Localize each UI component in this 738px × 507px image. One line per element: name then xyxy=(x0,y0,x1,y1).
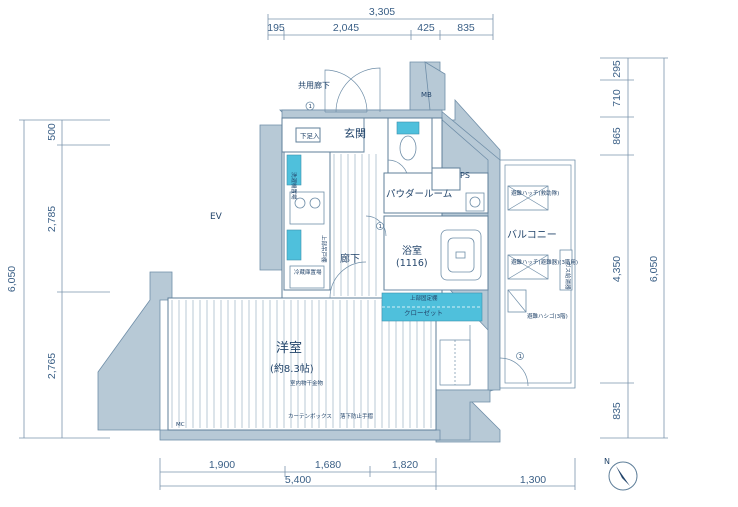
right-segment-5: 835 xyxy=(611,402,623,420)
corridor-label: 共用廊下 xyxy=(298,80,330,90)
western-room-size-label: (約8.3帖) xyxy=(270,362,314,375)
hallway-flooring xyxy=(333,154,377,296)
balcony-label: バルコニー xyxy=(507,229,557,241)
top-segment-3: 425 xyxy=(417,22,435,34)
ps-label: PS xyxy=(460,171,470,180)
compass: N xyxy=(604,457,638,491)
left-dimensions: 6,050 500 2,785 2,765 xyxy=(6,119,110,439)
powder-room-label: パウダールーム xyxy=(386,188,452,200)
markers: 1 1 1 xyxy=(305,101,524,360)
left-total-dimension: 6,050 xyxy=(6,266,18,292)
bottom-extra-dimension: 1,300 xyxy=(520,474,546,486)
left-segment-3: 2,765 xyxy=(46,353,58,379)
bathroom xyxy=(383,215,489,291)
bottom-segment-1: 1,900 xyxy=(209,459,235,471)
top-segment-1: 195 xyxy=(267,22,285,34)
hanger-label: 室内物干金物 xyxy=(290,379,324,387)
shelf-label: 上部吊戸棚 xyxy=(320,235,328,263)
refrigerator-space xyxy=(289,265,325,289)
top-total-dimension: 3,305 xyxy=(369,6,395,18)
right-segment-1: 295 xyxy=(611,60,623,78)
room-labels: 共用廊下 MB 玄関 下足入 パウダールーム PS 浴室 (1116) 廊下 E… xyxy=(176,80,578,428)
compass-arrow-icon xyxy=(616,466,630,486)
right-segment-3: 865 xyxy=(611,127,623,145)
powder-room xyxy=(383,167,489,214)
toilet-bowl xyxy=(399,135,417,161)
washer-label: 洗濯機置場 xyxy=(290,172,298,200)
bottom-segment-2: 1,680 xyxy=(315,459,341,471)
washer-space xyxy=(286,154,302,186)
right-segment-2: 710 xyxy=(611,89,623,107)
bottom-dimensions: 1,900 1,680 1,820 5,400 1,300 xyxy=(159,458,576,490)
top-segment-4: 835 xyxy=(457,22,475,34)
left-segment-2: 2,785 xyxy=(46,206,58,232)
left-segment-1: 500 xyxy=(46,123,58,141)
western-room-flooring xyxy=(171,300,432,428)
compass-north-label: N xyxy=(604,457,610,466)
bottom-total-dimension: 5,400 xyxy=(285,474,311,486)
toilet-tank xyxy=(396,121,420,135)
marker-one-circle xyxy=(305,101,315,111)
stove xyxy=(289,191,325,225)
bath-size-label: (1116) xyxy=(396,258,428,269)
kitchen-area xyxy=(283,151,331,291)
closet xyxy=(381,292,483,322)
marker-two-circle xyxy=(376,222,384,230)
marker-three-circle xyxy=(516,352,524,360)
corridor-features xyxy=(335,67,471,386)
closet-label: クローゼット xyxy=(404,308,443,317)
escape-hatch-2-label: 避難ハッチ(避難器)(3階用) xyxy=(511,258,578,266)
marker-one-label: 1 xyxy=(309,104,313,110)
closet-shelf-label: 上部固定棚 xyxy=(410,294,438,302)
hallway-label: 廊下 xyxy=(340,252,360,265)
ev-label: EV xyxy=(210,212,223,222)
interior-doors xyxy=(329,215,387,299)
refrigerator-label: 冷蔵庫置場 xyxy=(294,268,322,276)
bathroom-label: 浴室 xyxy=(402,244,422,257)
top-dimensions: 3,305 195 2,045 425 835 xyxy=(267,6,494,40)
fall-prevention-label: 落下防止手摺 xyxy=(340,412,374,420)
gas-meter-label: ガス給湯器 xyxy=(564,262,572,290)
escape-ladder-label: 避難ハシゴ(3階) xyxy=(527,312,568,320)
marker-two-label: 1 xyxy=(379,224,383,230)
sink xyxy=(286,229,302,261)
mb-label: MB xyxy=(421,91,432,99)
western-room-label: 洋室 xyxy=(276,340,302,356)
shoe-box-label: 下足入 xyxy=(300,132,320,140)
right-segment-4: 4,350 xyxy=(611,256,623,282)
right-dimensions: 295 710 865 4,350 835 6,050 xyxy=(600,57,668,439)
bottom-segment-3: 1,820 xyxy=(392,459,418,471)
top-segment-2: 2,045 xyxy=(333,22,359,34)
entrance-label: 玄関 xyxy=(344,126,366,140)
mc-label: MC xyxy=(176,422,185,428)
toilet-room xyxy=(387,117,433,181)
balcony xyxy=(499,159,576,389)
escape-hatch-1-label: 避難ハッチ(救助隊) xyxy=(511,189,559,197)
curtain-box-label: カーテンボックス xyxy=(288,412,332,420)
right-total-dimension: 6,050 xyxy=(648,256,660,282)
marker-three-label: 1 xyxy=(519,354,523,360)
